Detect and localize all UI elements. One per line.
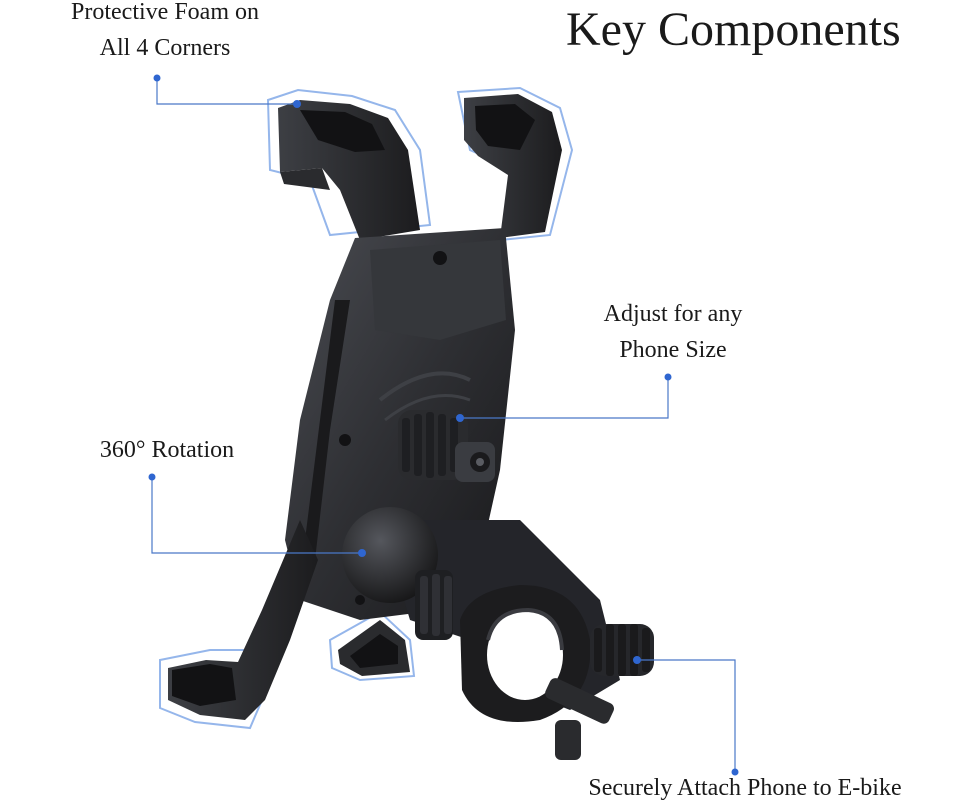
callout-line-rotation <box>151 477 362 554</box>
screw-bottom <box>355 595 365 605</box>
callout-dots <box>148 74 739 776</box>
clamp-knob <box>590 624 654 676</box>
top-left-arm <box>278 100 420 240</box>
callout-attach-line1: Securely Attach Phone to E-bike <box>588 775 902 801</box>
callout-lines <box>151 78 736 772</box>
screw-top <box>433 251 447 265</box>
callout-dot-rotation-start <box>148 473 156 481</box>
size-adjust-knob <box>398 410 495 482</box>
callout-dot-foam-start <box>153 74 161 82</box>
callout-line-size <box>460 377 669 419</box>
callout-rotation-line1: 360° Rotation <box>99 437 235 463</box>
callout-attach-label: Securely Attach Phone to E-bike <box>540 770 950 803</box>
callout-foam-line1: Protective Foam on <box>71 0 259 25</box>
screw-left <box>339 434 351 446</box>
callout-dot-size-start <box>664 373 672 381</box>
callout-rotation-label: 360° Rotation <box>72 432 262 468</box>
top-right-arm <box>464 94 562 238</box>
callout-size-line2: Phone Size <box>619 337 727 363</box>
callout-dot-size-end <box>456 414 464 422</box>
callout-dot-attach-end <box>633 656 641 664</box>
callout-size-line1: Adjust for any <box>603 301 743 327</box>
handlebar-clamp <box>460 585 614 760</box>
callout-line-foam <box>156 78 297 105</box>
bottom-center-foot <box>338 620 410 676</box>
callout-dot-foam-end <box>293 100 301 108</box>
page-title: Key Components <box>566 3 901 56</box>
callout-size-label: Adjust for any Phone Size <box>568 296 778 368</box>
callout-foam-line2: All 4 Corners <box>99 35 231 61</box>
callout-dot-attach-start <box>731 768 739 776</box>
bottom-left-arm <box>168 520 318 720</box>
callout-dot-rotation-end <box>358 549 366 557</box>
callout-line-attach <box>637 659 736 772</box>
callout-foam-label: Protective Foam on All 4 Corners <box>40 0 290 66</box>
